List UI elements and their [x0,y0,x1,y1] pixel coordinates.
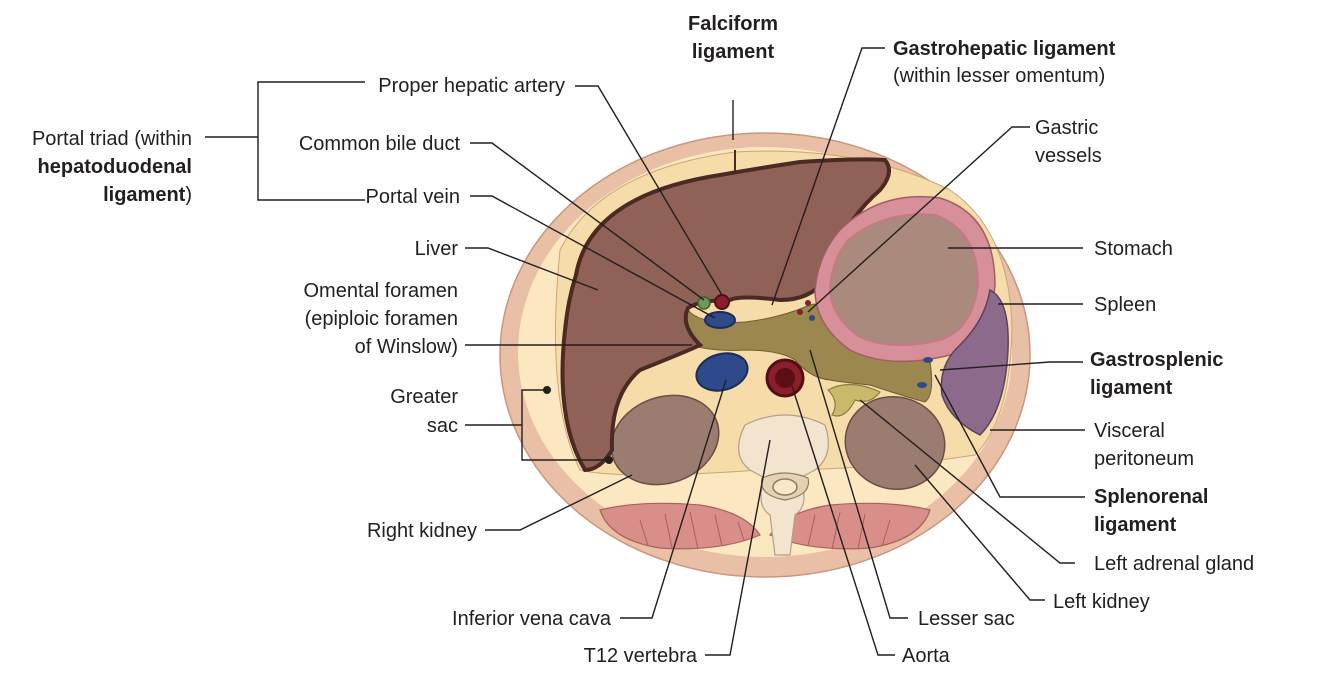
ivc-shape [695,352,749,392]
portal-triad-label-2: hepatoduodenal [38,156,192,178]
falciform-label-1: Falciform [688,13,778,35]
left-kidney-label: Left kidney [1053,591,1150,613]
gastric-vessel-2 [797,309,803,315]
short-gastric-vessel-2 [917,382,927,388]
visceral-peritoneum-label-2: peritoneum [1094,448,1194,470]
stomach-label: Stomach [1094,238,1173,260]
ivc-label: Inferior vena cava [452,608,612,630]
gastric-vessel-3 [809,315,815,321]
spleen-label: Spleen [1094,294,1156,316]
labels: Falciform ligament Gastrohepatic ligamen… [32,13,1254,667]
gastric-vessel-1 [805,300,811,306]
common-bile-duct-label: Common bile duct [299,133,461,155]
liver-shape [560,157,891,473]
left-adrenal-shape [827,383,881,417]
greater-sac-label-2: sac [427,415,458,437]
proper-hepatic-artery-label: Proper hepatic artery [378,75,565,97]
gastrosplenic-label-1: Gastrosplenic [1090,349,1223,371]
liver-label: Liver [415,238,459,260]
right-kidney-shape [610,394,720,486]
abdomen-cross-section [499,132,1031,578]
left-adrenal-label: Left adrenal gland [1094,553,1254,575]
proper-hepatic-artery-shape [714,294,730,310]
aorta-label: Aorta [902,645,951,667]
gastric-vessels-label-1: Gastric [1035,117,1098,139]
paraspinal-muscles [599,502,931,550]
visceral-peritoneum-label-1: Visceral [1094,420,1165,442]
gastric-vessels-label-2: vessels [1035,145,1102,167]
omental-foramen-label-1: Omental foramen [303,280,458,302]
splenorenal-label-2: ligament [1094,514,1177,536]
lesser-sac-label: Lesser sac [918,608,1015,630]
gastrosplenic-label-2: ligament [1090,377,1173,399]
greater-sac-label-1: Greater [390,386,458,408]
falciform-label-2: ligament [692,41,775,63]
right-kidney-label: Right kidney [367,520,477,542]
omental-foramen-label-3: of Winslow) [355,336,458,358]
omental-foramen-label-2: (epiploic foramen [305,308,458,330]
leader-lines [205,47,1085,656]
t12-vertebra-shape [738,414,829,556]
portal-vein-label: Portal vein [366,186,461,208]
left-kidney-shape [844,395,946,491]
splenorenal-label-1: Splenorenal [1094,486,1208,508]
common-bile-duct-shape [697,296,711,310]
portal-triad-label-3: ligament) [103,184,192,206]
gastrohepatic-label-1: Gastrohepatic ligament [893,38,1116,60]
gastrohepatic-label-2: (within lesser omentum) [893,65,1105,87]
short-gastric-vessel-1 [923,357,933,363]
portal-triad-label-1: Portal triad (within [32,128,192,150]
t12-vertebra-label: T12 vertebra [584,645,698,667]
